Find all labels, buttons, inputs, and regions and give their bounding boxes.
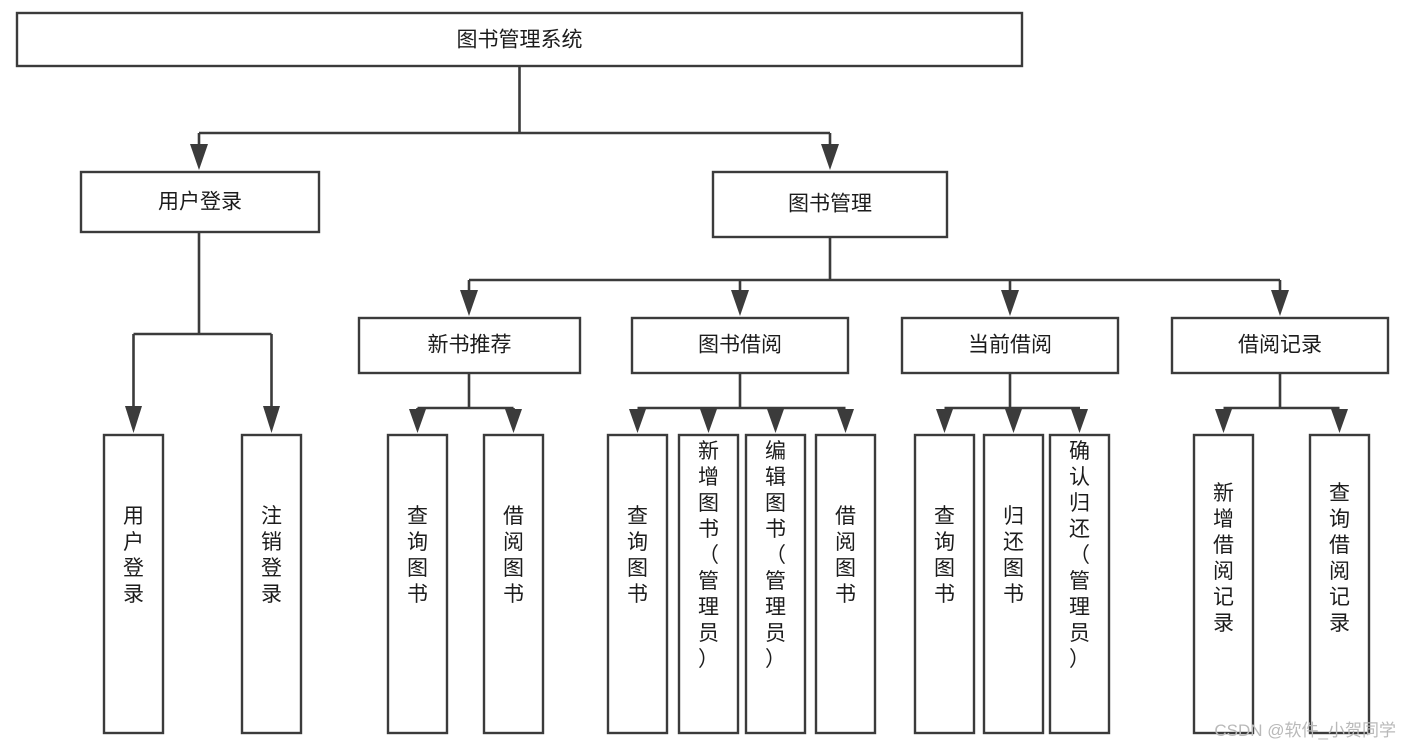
arrow-head-leaf-query-book-1	[409, 409, 426, 433]
arrow-head-leaf-add-record	[1215, 409, 1232, 433]
node-book-management-box[interactable]	[711, 170, 949, 239]
leaf-query-record-label: 查询借阅记录	[1329, 482, 1350, 635]
leaf-borrow-book-2-label: 借阅图书	[835, 505, 856, 606]
node-new-book-recommend-label: 新书推荐	[428, 334, 512, 357]
leaf-query-book-2-label: 查询图书	[627, 505, 648, 606]
arrow-head-leaf-edit-book	[767, 409, 784, 433]
leaf-query-book-3-box[interactable]	[913, 433, 976, 735]
leaf-add-book-box[interactable]	[677, 433, 740, 735]
node-book-borrow[interactable]: 图书借阅	[630, 316, 850, 375]
leaf-add-book[interactable]: 新增图书（管理员）	[677, 433, 740, 735]
leaf-confirm-return-box[interactable]	[1048, 433, 1111, 735]
arrow-head-leaf-query-record	[1331, 409, 1348, 433]
leaf-borrow-book-2[interactable]: 借阅图书	[814, 433, 877, 735]
connector-layer	[125, 66, 1348, 433]
arrow-head-user-login	[190, 144, 208, 170]
leaf-borrow-book-2-box[interactable]	[814, 433, 877, 735]
node-user-login[interactable]: 用户登录	[79, 170, 321, 234]
leaf-return-book[interactable]: 归还图书	[982, 433, 1045, 735]
leaf-user-login[interactable]: 用户登录	[102, 433, 165, 735]
node-borrow-record[interactable]: 借阅记录	[1170, 316, 1390, 375]
csdn-watermark: CSDN @软件_小贺同学	[1214, 721, 1396, 740]
leaf-logout-label: 注销登录	[261, 505, 282, 606]
arrow-head-leaf-logout	[263, 406, 280, 433]
leaf-add-record-label: 新增借阅记录	[1213, 482, 1234, 635]
leaf-add-book-label: 新增图书（管理员）	[698, 440, 719, 671]
leaf-add-record-box[interactable]	[1192, 433, 1255, 735]
arrow-head-book-management	[821, 144, 839, 170]
leaf-edit-book[interactable]: 编辑图书（管理员）	[744, 433, 807, 735]
leaf-edit-book-box[interactable]	[744, 433, 807, 735]
node-root[interactable]: 图书管理系统	[15, 11, 1024, 68]
leaf-user-login-box[interactable]	[102, 433, 165, 735]
node-user-login-label: 用户登录	[158, 191, 242, 214]
arrow-head-leaf-confirm-return	[1071, 409, 1088, 433]
arrow-head-leaf-borrow-book-1	[505, 409, 522, 433]
leaf-logout-box[interactable]	[240, 433, 303, 735]
arrow-head-borrow-record	[1271, 290, 1289, 316]
arrow-head-leaf-borrow-book-2	[837, 409, 854, 433]
leaf-user-login-label: 用户登录	[123, 505, 144, 606]
leaf-confirm-return-label: 确认归还（管理员）	[1069, 440, 1090, 671]
node-current-borrow-label: 当前借阅	[968, 334, 1052, 357]
node-borrow-record-label: 借阅记录	[1238, 334, 1322, 357]
leaf-query-book-1[interactable]: 查询图书	[386, 433, 449, 735]
leaf-query-record-box[interactable]	[1308, 433, 1371, 735]
leaf-query-book-1-label: 查询图书	[407, 505, 428, 606]
node-new-book-recommend-box[interactable]	[357, 316, 582, 375]
node-book-borrow-box[interactable]	[630, 316, 850, 375]
leaf-query-book-3[interactable]: 查询图书	[913, 433, 976, 735]
arrow-head-current-borrow	[1001, 290, 1019, 316]
node-root-box[interactable]	[15, 11, 1024, 68]
arrow-head-leaf-query-book-2	[629, 409, 646, 433]
leaf-return-book-label: 归还图书	[1003, 505, 1024, 606]
node-book-management[interactable]: 图书管理	[711, 170, 949, 239]
arrow-head-leaf-query-book-3	[936, 409, 953, 433]
node-borrow-record-box[interactable]	[1170, 316, 1390, 375]
node-current-borrow-box[interactable]	[900, 316, 1120, 375]
leaf-query-record[interactable]: 查询借阅记录	[1308, 433, 1371, 735]
leaf-query-book-2-box[interactable]	[606, 433, 669, 735]
leaf-return-book-box[interactable]	[982, 433, 1045, 735]
arrow-head-leaf-user-login	[125, 406, 142, 433]
arrow-head-leaf-add-book	[700, 409, 717, 433]
leaf-query-book-2[interactable]: 查询图书	[606, 433, 669, 735]
leaf-borrow-book-1-label: 借阅图书	[503, 505, 524, 606]
leaf-edit-book-label: 编辑图书（管理员）	[765, 440, 786, 671]
node-user-login-box[interactable]	[79, 170, 321, 234]
node-root-label: 图书管理系统	[457, 29, 583, 52]
leaf-confirm-return[interactable]: 确认归还（管理员）	[1048, 433, 1111, 735]
leaf-logout[interactable]: 注销登录	[240, 433, 303, 735]
leaf-query-book-1-box[interactable]	[386, 433, 449, 735]
leaf-query-book-3-label: 查询图书	[934, 505, 955, 606]
arrow-head-new-book-recommend	[460, 290, 478, 316]
leaf-borrow-book-1[interactable]: 借阅图书	[482, 433, 545, 735]
node-current-borrow[interactable]: 当前借阅	[900, 316, 1120, 375]
node-new-book-recommend[interactable]: 新书推荐	[357, 316, 582, 375]
leaf-add-record[interactable]: 新增借阅记录	[1192, 433, 1255, 735]
arrow-head-leaf-return-book	[1005, 409, 1022, 433]
node-book-borrow-label: 图书借阅	[698, 334, 782, 357]
node-book-management-label: 图书管理	[788, 193, 872, 216]
leaf-borrow-book-1-box[interactable]	[482, 433, 545, 735]
arrow-head-book-borrow	[731, 290, 749, 316]
